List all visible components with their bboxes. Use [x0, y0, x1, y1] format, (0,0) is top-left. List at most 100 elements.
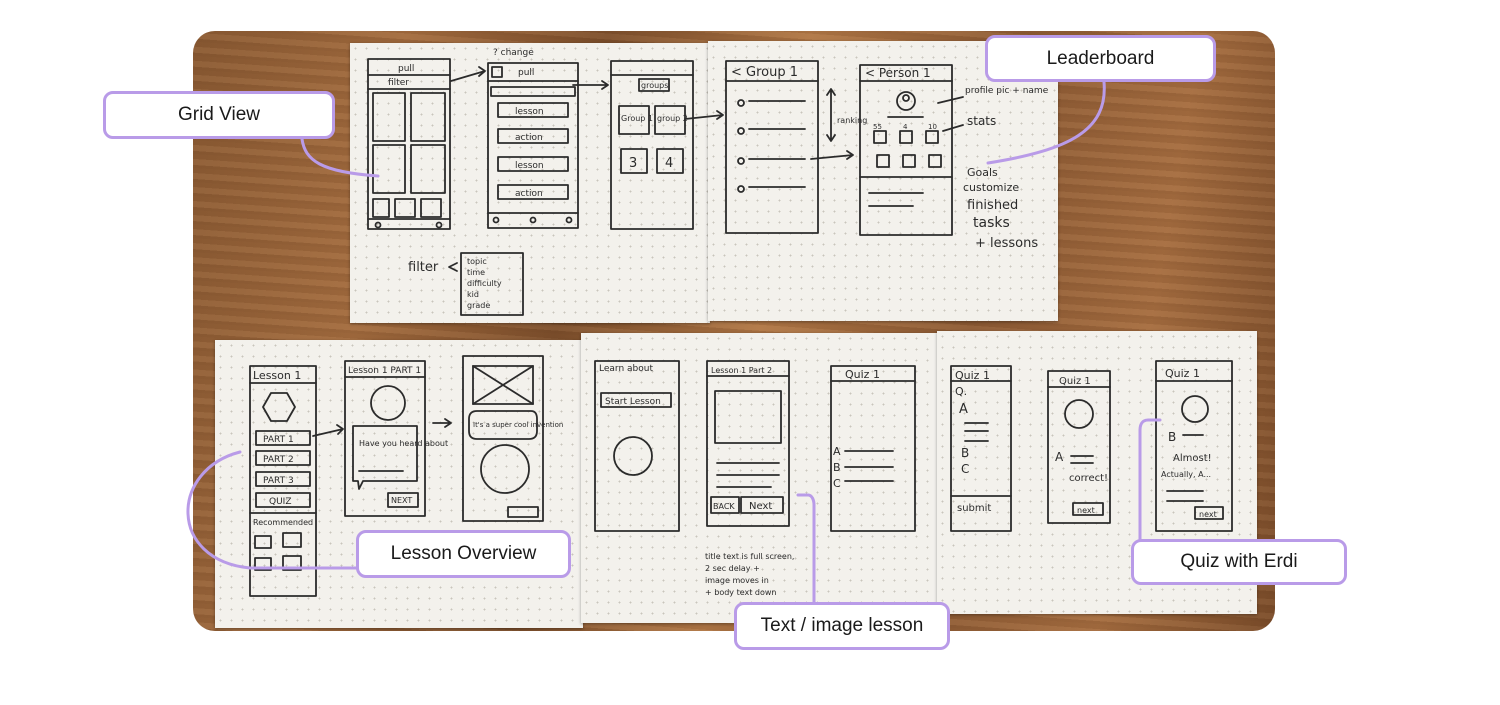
sketch-lesson-image-screen [462, 355, 544, 522]
sketch-text: pull [518, 68, 534, 78]
sketch-text: Learn about [599, 364, 653, 374]
callout-grid-view: Grid View [103, 91, 335, 139]
sketch-text: Lesson 1 Part 2 [711, 366, 772, 375]
sketch-text: correct! [1069, 473, 1108, 484]
sketch-text: PART 2 [263, 455, 294, 465]
sketch-quiz-correct-screen [1047, 370, 1111, 524]
callout-quiz-with-erdi: Quiz with Erdi [1131, 539, 1347, 585]
sketch-text: 4 [903, 123, 908, 131]
callout-label: Grid View [177, 104, 260, 125]
callout-label: Quiz with Erdi [1180, 551, 1298, 572]
connector-grid-view [300, 137, 380, 178]
sketch-text: B [833, 461, 841, 474]
sketch-grid-screen [367, 58, 451, 230]
callout-leaderboard: Leaderboard [985, 35, 1216, 82]
sketch-text: action [515, 133, 543, 143]
sketch-text: Quiz 1 [955, 369, 990, 382]
sketch-text: C [833, 477, 841, 490]
sketch-text: Actually, A... [1161, 470, 1211, 479]
connector-text-image-lesson [796, 493, 816, 604]
sketch-text: ? change [493, 48, 534, 58]
callout-label: Text / image lesson [760, 615, 924, 636]
sketch-text: next [1199, 510, 1217, 519]
sketch-group-detail-screen [725, 60, 819, 234]
sketch-text: lesson [515, 161, 544, 171]
sketch-text: difficulty [467, 279, 502, 288]
sketch-text: time [467, 268, 485, 277]
sketch-text: group 2 [657, 114, 688, 123]
sketch-text: Goals [967, 166, 998, 179]
sketch-text: PART 3 [263, 476, 294, 486]
sketch-text: < Person 1 [865, 66, 931, 80]
sketch-quiz-almost-screen [1155, 360, 1233, 532]
sketch-text: 2 sec delay + [705, 564, 760, 573]
sketch-text: Recommended [253, 518, 313, 527]
callout-text-image-lesson: Text / image lesson [734, 602, 950, 650]
sketch-text: 4 [665, 156, 673, 171]
sketch-text: action [515, 189, 543, 199]
sketch-text: BACK [713, 502, 735, 511]
sketch-text: 55 [873, 123, 882, 131]
sketch-person-screen [859, 64, 953, 236]
connector-quiz-with-erdi [1138, 418, 1162, 542]
connector-lesson-overview [186, 450, 360, 570]
sketch-text: groups [641, 81, 668, 90]
sketch-text: Start Lesson [605, 397, 661, 407]
sketch-text: Next [749, 501, 772, 512]
sketch-text-image-lesson-screen [706, 360, 790, 527]
paper-sheet-3 [215, 340, 583, 628]
sketch-text: finished [967, 198, 1018, 213]
sketch-text: 10 [928, 123, 937, 131]
wireframe-sketches: pull filter ? change pull lesson action … [249, 48, 1233, 597]
sketch-text: + lessons [975, 236, 1038, 251]
sketch-text: PART 1 [263, 435, 294, 445]
sketch-text: QUIZ [269, 497, 292, 507]
sketch-text: It's a super cool invention [473, 421, 563, 429]
sketch-text: Have you heard about [359, 439, 448, 448]
sketch-text: tasks [973, 215, 1010, 231]
callout-label: Leaderboard [1046, 47, 1155, 69]
sketch-text: image moves in [705, 576, 769, 585]
sketch-photo: pull filter ? change pull lesson action … [193, 31, 1275, 631]
paper-sheet-2 [708, 41, 1058, 321]
sketch-text: B [1168, 430, 1176, 444]
lesson-notes: title text is full screen, 2 sec delay +… [705, 552, 797, 597]
sketch-text: Group 1 [621, 114, 653, 123]
sketch-text: title text is full screen, [705, 552, 794, 561]
sketch-text: stats [967, 114, 996, 128]
sketch-text: ranking [837, 116, 867, 125]
sketch-text: Quiz 1 [1059, 376, 1091, 387]
sketch-list-screen [487, 62, 579, 229]
sketch-text: + body text down [705, 588, 777, 597]
sketch-text: Quiz 1 [1165, 367, 1200, 380]
sketch-text: A [833, 445, 841, 458]
sketch-text: B [961, 446, 969, 460]
sketch-text: Quiz 1 [845, 368, 880, 381]
sketch-text: A [959, 402, 968, 417]
sketch-text: topic [467, 257, 487, 266]
sketch-text: submit [957, 503, 991, 514]
sketch-text: A [1055, 450, 1064, 464]
sketch-text: Lesson 1 [253, 369, 301, 382]
sketch-lesson-overview-screen [249, 365, 317, 597]
sketch-lesson-start-screen [594, 360, 680, 532]
sketch-text: customize [963, 181, 1019, 194]
sketch-text: pull [398, 64, 414, 74]
sketch-text: NEXT [391, 496, 412, 505]
sketch-text: profile pic + name [965, 86, 1049, 96]
sketch-text: C [961, 462, 969, 476]
sketch-text: < Group 1 [731, 65, 798, 80]
sketch-groups-screen [610, 60, 694, 230]
sketch-quiz-scroll-screen [830, 365, 916, 532]
sketch-text: Lesson 1 PART 1 [348, 366, 421, 376]
sketch-text: filter [388, 78, 409, 88]
sketch-text: 3 [629, 156, 637, 171]
sketch-text: lesson [515, 107, 544, 117]
sketch-text: next [1077, 506, 1095, 515]
sketch-text: Q. [955, 385, 967, 398]
connector-leaderboard [986, 80, 1106, 165]
sketch-text: filter [408, 260, 439, 275]
sketch-quiz-question-screen [950, 365, 1012, 532]
sketch-text: Almost! [1173, 453, 1212, 464]
